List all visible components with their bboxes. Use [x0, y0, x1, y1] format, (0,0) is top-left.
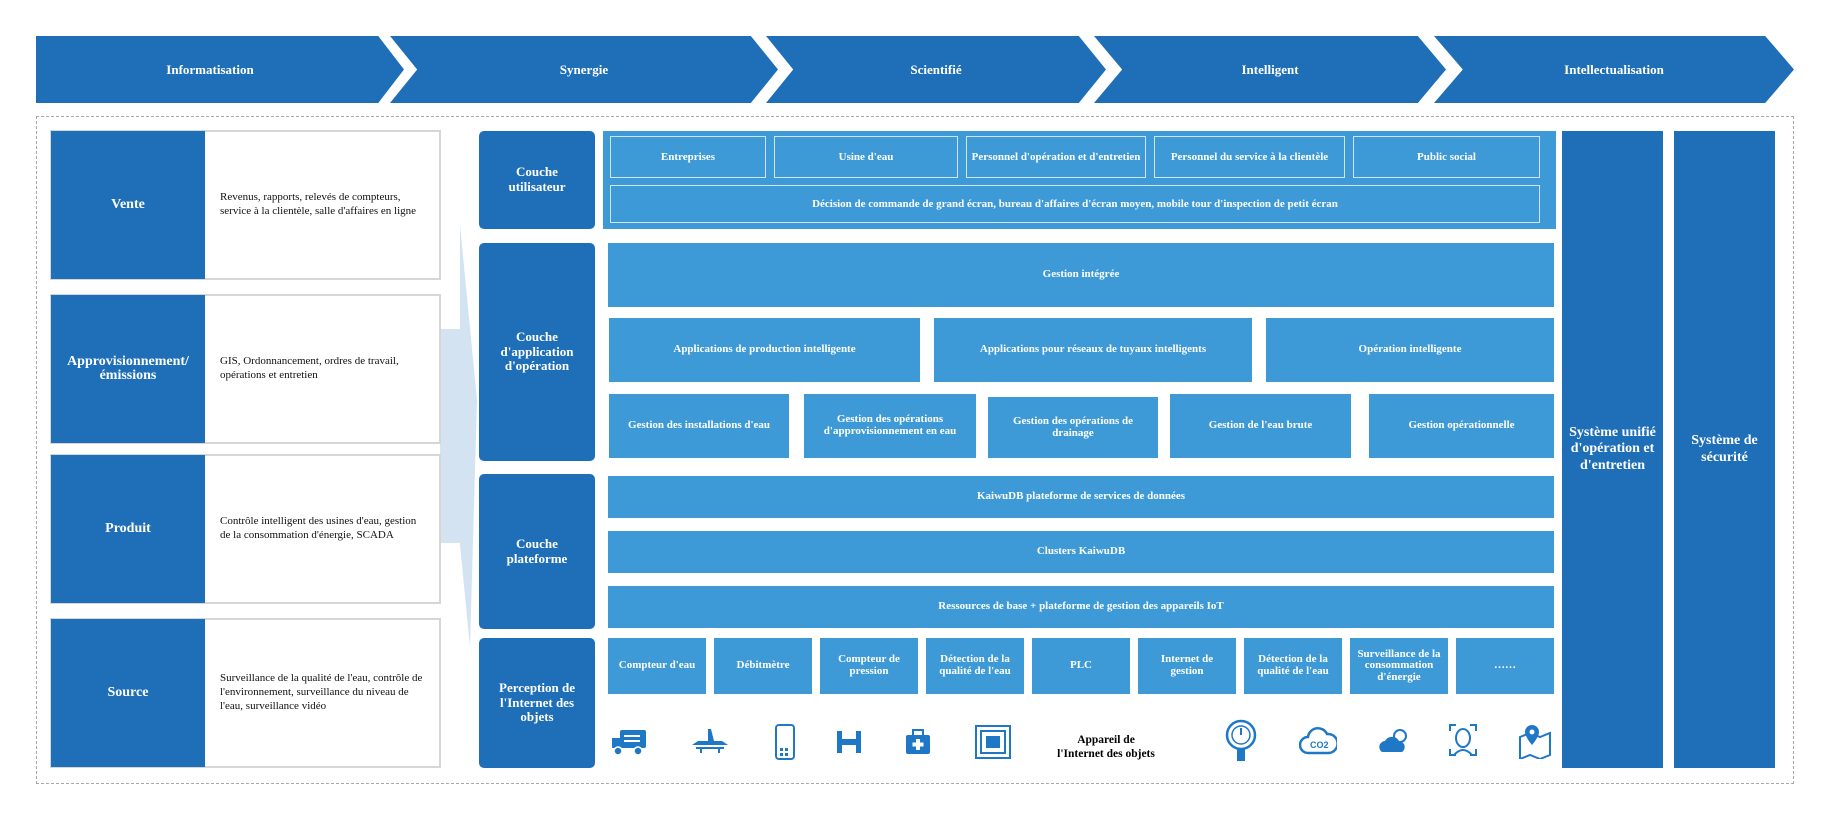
user-item-personnel-operation: Personnel d'opération et d'entretien [966, 136, 1146, 178]
flow-arrow [440, 225, 477, 647]
device-more: …… [1456, 638, 1554, 694]
business-label-source: Source [51, 619, 205, 767]
device-compteur-eau: Compteur d'eau [608, 638, 706, 694]
business-label-produit: Produit [51, 455, 205, 603]
device-plc: PLC [1032, 638, 1130, 694]
user-layer-panel [603, 131, 1556, 229]
app-integrated: Gestion intégrée [608, 243, 1554, 307]
stage-bar: Informatisation Synergie Scientifié Inte… [0, 0, 1831, 110]
business-desc-approvisionnement: GIS, Ordonnancement, ordres de travail, … [220, 355, 399, 381]
business-label-approvisionnement: Approvisionnement/ émissions [51, 295, 205, 443]
mgmt-approvisionnement: Gestion des opérations d'approvisionneme… [804, 394, 976, 458]
user-item-personnel-service: Personnel du service à la clientèle [1154, 136, 1345, 178]
business-label-vente: Vente [51, 131, 205, 279]
stage-intellectualisation: Intellectualisation [1434, 36, 1794, 103]
platform-resources: Ressources de base + plateforme de gesti… [608, 586, 1554, 628]
mgmt-operationnelle: Gestion opérationnelle [1369, 394, 1554, 458]
device-debitmetre: Débitmètre [714, 638, 812, 694]
mgmt-drainage: Gestion des opérations de drainage [988, 397, 1158, 458]
chip-icon [972, 722, 1014, 762]
side-ops-system: Système unifié d'opération et d'entretie… [1562, 131, 1663, 768]
user-item-public: Public social [1353, 136, 1540, 178]
user-item-entreprises: Entreprises [610, 136, 766, 178]
layer-iot-label: Perception de l'Internet des objets [479, 638, 595, 768]
truck-icon [608, 722, 650, 762]
app-pipe-network: Applications pour réseaux de tuyaux inte… [934, 318, 1252, 382]
layer-platform-label: Couche plateforme [479, 474, 595, 629]
layer-app-label: Couche d'application d'opération [479, 243, 595, 461]
stage-scientifie: Scientifié [766, 36, 1106, 103]
svg-text:CO2: CO2 [1310, 740, 1329, 750]
device-consommation-energie: Surveillance de la consommation d'énergi… [1350, 638, 1448, 694]
architecture-frame [36, 116, 1794, 784]
pressure-gauge-icon [1222, 718, 1260, 764]
business-desc-produit: Contrôle intelligent des usines d'eau, g… [220, 515, 417, 541]
face-scan-icon [1446, 720, 1480, 760]
layer-user-label: Couche utilisateur [479, 131, 595, 229]
device-label: Appareil de l'Internet des objets [1057, 734, 1155, 760]
app-operation: Opération intelligente [1266, 318, 1554, 382]
app-production: Applications de production intelligente [609, 318, 920, 382]
user-item-usine: Usine d'eau [774, 136, 958, 178]
weather-icon [1376, 722, 1412, 760]
mobile-phone-icon [770, 722, 800, 762]
map-pin-icon [1516, 720, 1554, 762]
user-decision: Décision de commande de grand écran, bur… [610, 185, 1540, 223]
valve-icon [834, 722, 864, 762]
business-desc-source: Surveillance de la qualité de l'eau, con… [220, 672, 423, 712]
business-desc-vente: Revenus, rapports, relevés de compteurs,… [220, 191, 417, 217]
platform-clusters: Clusters KaiwuDB [608, 531, 1554, 573]
mgmt-installations: Gestion des installations d'eau [609, 394, 789, 458]
side-security-system: Système de sécurité [1674, 131, 1775, 768]
medical-kit-icon [900, 722, 936, 762]
co2-cloud-icon: CO2 [1298, 722, 1338, 760]
device-qualite-eau-2: Détection de la qualité de l'eau [1244, 638, 1342, 694]
device-compteur-pression: Compteur de pression [820, 638, 918, 694]
airplane-icon [688, 722, 732, 762]
stage-intelligent: Intelligent [1094, 36, 1446, 103]
mgmt-eau-brute: Gestion de l'eau brute [1170, 394, 1351, 458]
device-internet-gestion: Internet de gestion [1138, 638, 1236, 694]
device-qualite-eau: Détection de la qualité de l'eau [926, 638, 1024, 694]
stage-informatisation: Informatisation [36, 36, 404, 103]
platform-data-services: KaiwuDB plateforme de services de donnée… [608, 476, 1554, 518]
stage-synergie: Synergie [390, 36, 778, 103]
